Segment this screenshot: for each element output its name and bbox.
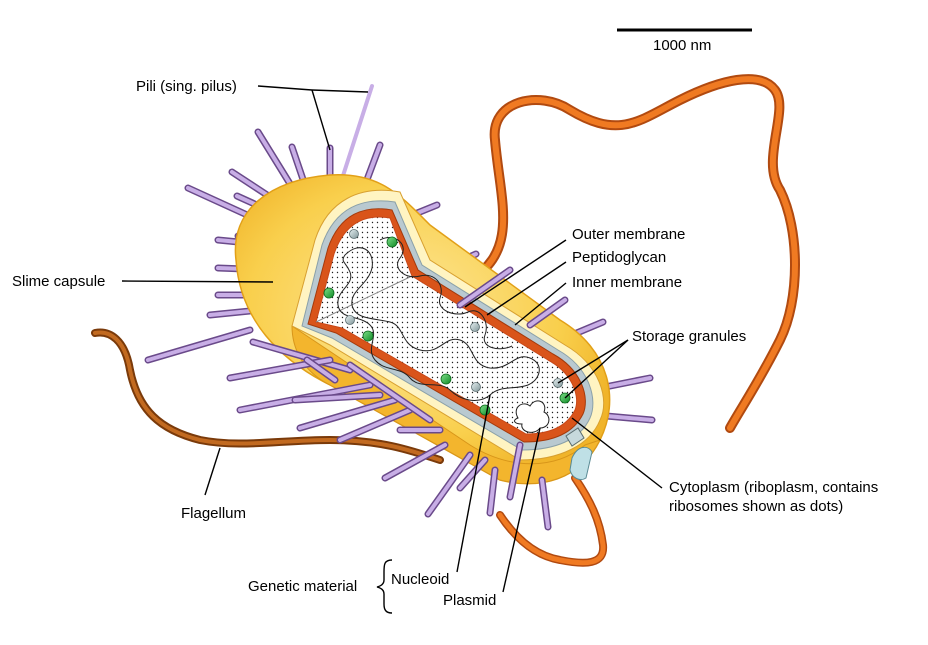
- inner-membrane-leader: [514, 282, 567, 326]
- granule-gray: [349, 229, 359, 239]
- storage-granules: [323, 229, 571, 416]
- granule-gray: [345, 315, 355, 325]
- storage-granules-leader-b: [564, 339, 629, 399]
- flagellum-bottom-highlight: [497, 475, 606, 566]
- slime-capsule-label: Slime capsule: [12, 273, 105, 290]
- granule-green: [362, 330, 374, 342]
- slime-capsule-leader: [121, 280, 274, 283]
- nucleoid-dna: [337, 247, 540, 401]
- flagellum-left-highlight: [93, 330, 442, 462]
- scale-bar-label: 1000 nm: [653, 37, 711, 54]
- peptidoglycan-label: Peptidoglycan: [572, 249, 666, 266]
- genetic-material-label: Genetic material: [248, 578, 357, 595]
- flagellum-hook: [569, 446, 593, 481]
- pili-leader: [257, 85, 313, 91]
- nucleoid-leader: [456, 394, 491, 573]
- pili-front: [226, 266, 569, 531]
- granule-green: [323, 287, 335, 299]
- cytoplasm-label-line1: Cytoplasm (riboplasm, contains: [669, 479, 878, 496]
- granule-green: [386, 236, 398, 248]
- granule-green: [440, 373, 452, 385]
- flagellum-basal-body: [565, 427, 585, 447]
- leader-lines: [121, 85, 663, 593]
- flagellum-bottom: [496, 474, 608, 567]
- peptidoglycan-leader: [486, 261, 567, 316]
- storage-granules-leader-a: [557, 339, 629, 384]
- flagellum-label: Flagellum: [181, 505, 246, 522]
- plasmid-loop: [514, 400, 550, 433]
- cytoplasm: [315, 216, 578, 435]
- cut-edge: [315, 275, 413, 323]
- granule-gray: [470, 322, 480, 332]
- outer-membrane-leader: [464, 239, 567, 308]
- inner-membrane-label: Inner membrane: [572, 274, 682, 291]
- plasmid-leader: [502, 427, 541, 593]
- nucleoid-label: Nucleoid: [391, 571, 449, 588]
- pili-label: Pili (sing. pilus): [136, 78, 237, 95]
- granule-gray: [471, 382, 481, 392]
- cytoplasm-label-line2: ribosomes shown as dots): [669, 498, 843, 515]
- nucleoid-dna-2: [379, 237, 513, 350]
- genetic-material-brace: [376, 559, 393, 614]
- flagellum-upper-right-highlight: [467, 76, 798, 431]
- outer-membrane-label: Outer membrane: [572, 226, 685, 243]
- plasmid-label: Plasmid: [443, 592, 496, 609]
- cytoplasm-leader: [571, 417, 663, 489]
- flagellum-leader: [204, 447, 221, 496]
- storage-granules-label: Storage granules: [632, 328, 746, 345]
